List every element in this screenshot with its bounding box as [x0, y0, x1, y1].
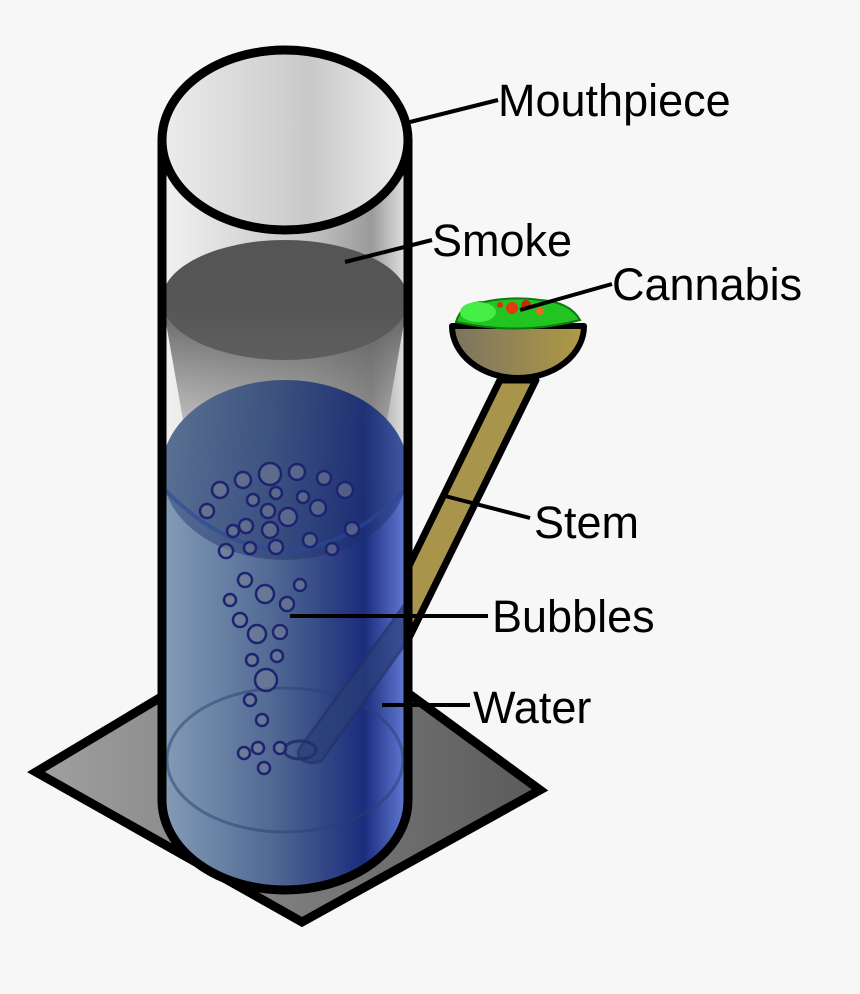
bubbles — [198, 461, 361, 776]
label-water: Water — [473, 682, 591, 733]
label-smoke: Smoke — [432, 215, 572, 266]
bowl — [449, 297, 587, 381]
glass-tube — [157, 45, 413, 895]
label-cannabis: Cannabis — [612, 259, 802, 310]
mouthpiece-opening — [157, 45, 413, 235]
label-mouthpiece: Mouthpiece — [498, 75, 731, 126]
cannabis — [454, 297, 582, 330]
label-bubbles: Bubbles — [492, 591, 655, 642]
label-stem: Stem — [534, 497, 639, 548]
leader-lines — [290, 98, 613, 707]
